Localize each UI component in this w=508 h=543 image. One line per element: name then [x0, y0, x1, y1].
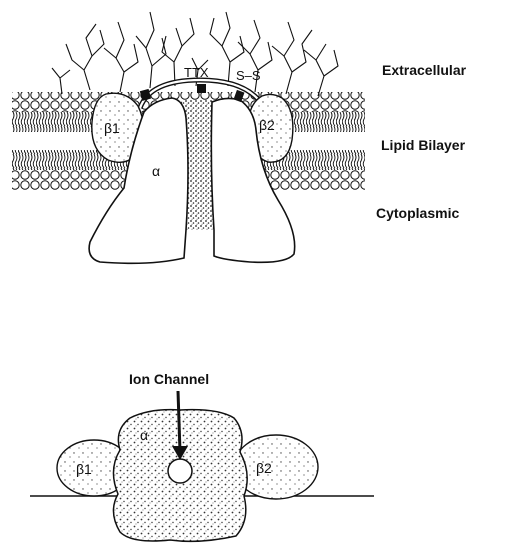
lipid-bilayer-label: Lipid Bilayer — [381, 137, 466, 153]
beta2-label-bottom: β2 — [256, 460, 272, 476]
ion-channel-arrow — [178, 391, 180, 452]
binding-site-marker-ttx — [197, 84, 206, 93]
glycosylation-chains — [52, 12, 338, 96]
beta2-label: β2 — [259, 117, 275, 133]
ion-channel-pore — [168, 459, 192, 483]
alpha-label-bottom: α — [140, 427, 148, 443]
disulfide-label: S–S — [236, 68, 261, 83]
ion-channel-label: Ion Channel — [129, 371, 209, 387]
beta1-label-bottom: β1 — [76, 461, 92, 477]
cytoplasmic-label: Cytoplasmic — [376, 205, 459, 221]
extracellular-label: Extracellular — [382, 62, 467, 78]
alpha-label-top: α — [152, 163, 160, 179]
ttx-label: TTX — [184, 65, 209, 80]
beta1-label: β1 — [104, 120, 120, 136]
